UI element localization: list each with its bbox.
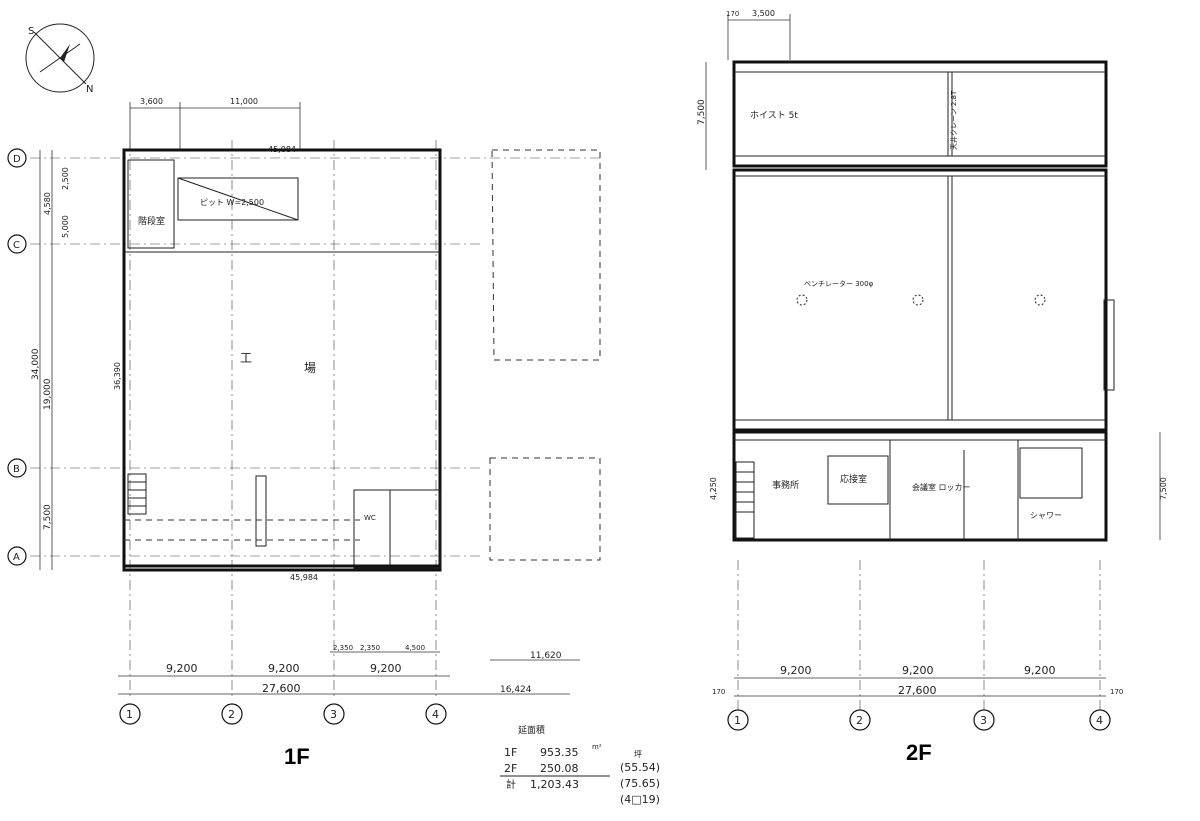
f2-axis-2: 2 — [856, 714, 863, 727]
area-tsubo-head: 坪 — [634, 750, 642, 759]
f2-left-dim: 7,500 — [697, 99, 707, 125]
f1-left-dim-2500: 2,500 — [61, 167, 70, 190]
f1-room-main-2: 場 — [304, 361, 316, 375]
f1-left-dim-5000: 5,000 — [61, 215, 70, 238]
f1-axis-3: 3 — [330, 708, 337, 721]
f2-bottom-dim-3: 9,200 — [1024, 664, 1056, 677]
f2-axis-1: 1 — [734, 714, 741, 727]
f1-wall-bottom: 45,984 — [290, 573, 318, 582]
f1-row-axis-d: D — [13, 154, 21, 165]
f1-row-axis-b: B — [13, 464, 20, 475]
f1-top-dim-1: 3,600 — [140, 97, 163, 106]
area-title: 延面積 — [518, 724, 545, 736]
f1-axis-4: 4 — [432, 708, 439, 721]
compass-north: N — [86, 84, 93, 95]
f2-floor-label: 2F — [906, 740, 932, 765]
area-row3-floor: 計 — [506, 778, 516, 791]
area-row2-value: 250.08 — [540, 762, 579, 775]
f1-room-main-1: 工 — [240, 351, 252, 365]
f1-floor-label: 1F — [284, 744, 310, 769]
f1-axis-2: 2 — [228, 708, 235, 721]
f2-right-dim-1: 7,500 — [1159, 477, 1168, 500]
compass-south: S — [28, 26, 34, 37]
f1-bottom-dim-3: 9,200 — [370, 662, 402, 675]
area-row3-tsubo: (4□19) — [620, 793, 660, 806]
f1-row-axis-c: C — [13, 240, 20, 251]
f2-crane-note: 天井クレーン 2.8T — [949, 90, 958, 150]
f2-room-shower: シャワー — [1030, 511, 1062, 520]
f1-row-axes: D C B A — [7, 148, 27, 566]
f1-left-dim-7500: 7,500 — [43, 504, 53, 530]
f1-left-dim-4580: 4,580 — [43, 192, 52, 215]
area-row1-floor: 1F — [504, 746, 517, 759]
area-table: 延面積 坪 1F 953.35 m² (55.54) 2F 250.08 (75… — [500, 724, 660, 806]
f1-left-dim-19000: 19,000 — [43, 378, 53, 410]
f2-room-office: 事務所 — [772, 479, 799, 491]
f2-crane-label: ホイスト 5t — [750, 110, 798, 121]
area-row2-floor: 2F — [504, 762, 517, 775]
f2-room-reception: 応接室 — [840, 473, 867, 485]
f1-bottom-dim-2: 9,200 — [268, 662, 300, 675]
f2-bottom-dim-2: 9,200 — [902, 664, 934, 677]
f1-inner-dim: 36,390 — [113, 362, 122, 390]
f2-edge-dim-right: 170 — [1110, 688, 1123, 696]
area-row3-value: 1,203.43 — [530, 778, 579, 791]
f1-wc-label: WC — [364, 514, 376, 522]
area-row1-unit: m² — [592, 743, 602, 751]
f1-top-dim-2: 11,000 — [230, 97, 258, 106]
f1-small-dim-1: 2,350 — [333, 644, 353, 652]
f2-top-dim-1: 170 — [726, 10, 739, 18]
f2-axis-3: 3 — [980, 714, 987, 727]
f2-room-meeting: 会議室 ロッカー — [912, 482, 971, 492]
f1-left-dim-34000: 34,000 — [31, 348, 41, 380]
floor2-plan: 170 3,500 ホイスト 5t 天井クレーン 2.8T 7,500 ベンチレ… — [697, 9, 1168, 765]
area-row1-value: 953.35 — [540, 746, 579, 759]
f2-edge-dim-left: 170 — [712, 688, 725, 696]
f1-bottom-dim-1: 9,200 — [166, 662, 198, 675]
f2-axis-4: 4 — [1096, 714, 1103, 727]
f1-col-axes: 1 2 3 4 — [119, 703, 447, 725]
f1-axis-1: 1 — [126, 708, 133, 721]
f1-small-dim-2: 2,350 — [360, 644, 380, 652]
f2-right-dim-2: 4,250 — [709, 477, 718, 500]
f1-stair-lower — [127, 473, 147, 515]
f2-bottom-total: 27,600 — [898, 684, 937, 697]
f1-right-dim: 11,620 — [530, 651, 562, 661]
f1-row-axis-a: A — [13, 552, 20, 563]
f1-small-dim-3: 4,500 — [405, 644, 425, 652]
f2-vent-note: ベンチレーター 300φ — [804, 279, 874, 288]
area-row2-tsubo: (75.65) — [620, 777, 660, 790]
f2-bottom-dim-1: 9,200 — [780, 664, 812, 677]
f1-bottom-total: 27,600 — [262, 682, 301, 695]
compass: S N — [25, 23, 95, 95]
f1-room-stair: 階段室 — [138, 215, 165, 227]
f2-col-axes: 1 2 3 4 — [727, 709, 1111, 731]
area-row1-tsubo: (55.54) — [620, 761, 660, 774]
floor1-plan: 3,600 11,000 45,084 階段室 ピット W=2,500 工 場 — [7, 97, 601, 769]
f1-pit-label: ピット W=2,500 — [200, 198, 264, 207]
f1-bottom-right-total: 16,424 — [500, 685, 532, 695]
f2-top-dim-2: 3,500 — [752, 9, 775, 18]
